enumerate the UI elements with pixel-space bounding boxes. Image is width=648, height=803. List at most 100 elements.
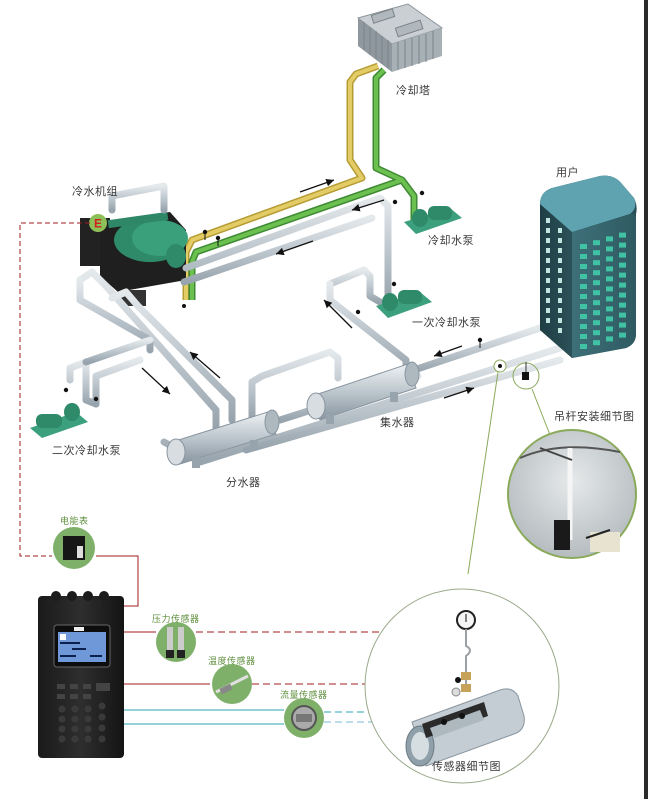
pipe-sensor-pins [63,190,483,402]
building-window [606,276,613,282]
flow-arrow [299,178,335,193]
label-secondary-pump: 二次冷却水泵 [52,444,121,457]
building-window [619,312,626,318]
secondary-pump [30,403,88,438]
building-window [580,334,587,339]
building-window [580,344,587,349]
building-window [580,314,587,319]
flow-arrows [141,178,475,399]
building-window [593,260,600,266]
building-window [580,274,587,279]
sensor-callout [467,359,507,575]
building-window [606,266,613,272]
building-window [619,242,626,248]
building-window [546,218,550,223]
building-window [558,328,562,333]
label-user-building: 用户 [556,166,579,179]
building-window [580,324,587,329]
badge-letter: E [94,217,102,231]
cooling-pump [404,206,462,234]
flow-sensor [284,698,324,738]
building-window [606,326,613,332]
building-window [619,272,626,278]
building-window [619,332,626,338]
building-window [606,306,613,312]
building-window [606,336,613,342]
building-window [593,270,600,276]
chiller-energy-badge: E [89,214,107,232]
building-window [619,232,626,238]
handheld-analyzer [38,591,124,758]
building-window [546,228,550,233]
flow-arrow [189,351,221,379]
building-window [619,302,626,308]
building-window [580,254,587,259]
building-window [619,322,626,328]
label-energy-meter: 电能表 [60,517,89,527]
user-building [540,175,637,358]
building-window [593,320,600,326]
hanger-detail-photo [507,429,637,559]
flow-arrow [141,367,171,395]
building-window [546,268,550,273]
building-window [558,278,562,283]
building-window [619,282,626,288]
chiller-signal-line [19,222,90,557]
building-window [619,292,626,298]
building-window [619,262,626,268]
cooling-tower [356,3,444,72]
building-window [558,238,562,243]
flow-arrow [323,299,353,329]
building-window [546,288,550,293]
hanger-callout [512,362,553,441]
building-window [593,340,600,346]
building-window [580,304,587,309]
flow-arrow [275,240,314,256]
building-window [606,256,613,262]
flow-arrow [443,386,475,399]
building-window [546,238,550,243]
energy-meter [53,527,95,569]
building-window [558,228,562,233]
building-window [558,268,562,273]
building-window [546,298,550,303]
building-window [546,308,550,313]
building-window [558,308,562,313]
building-window [558,298,562,303]
building-window [593,240,600,246]
building-window [546,278,550,283]
collector-tank [306,361,420,424]
building-window [606,296,613,302]
label-primary-pump: 一次冷却水泵 [412,316,481,329]
building-window [593,250,600,256]
building-window [606,236,613,242]
label-cooling-tower: 冷却塔 [396,84,431,97]
building-window [546,258,550,263]
building-window [580,264,587,269]
label-cooling-pump: 冷却水泵 [428,234,474,247]
label-hanger-detail: 吊杆安装细节图 [554,410,635,423]
label-collector: 集水器 [380,416,415,429]
building-window [546,248,550,253]
building-window [606,316,613,322]
label-distributor: 分水器 [226,476,261,489]
label-sensor-detail: 传感器细节图 [432,760,501,773]
building-window [580,244,587,249]
building-window [580,284,587,289]
label-temperature-sensor: 温度传感器 [208,657,256,667]
building-window [593,330,600,336]
page-edge [644,0,648,799]
building-window [593,300,600,306]
building-window [558,288,562,293]
meter-signal-line [96,555,139,607]
building-window [546,318,550,323]
building-window [593,290,600,296]
label-flow-sensor: 流量传感器 [280,691,328,701]
pressure-sensor [156,622,196,662]
building-window [593,280,600,286]
building-window [558,258,562,263]
building-window [593,310,600,316]
label-chiller: 冷水机组 [72,185,118,198]
